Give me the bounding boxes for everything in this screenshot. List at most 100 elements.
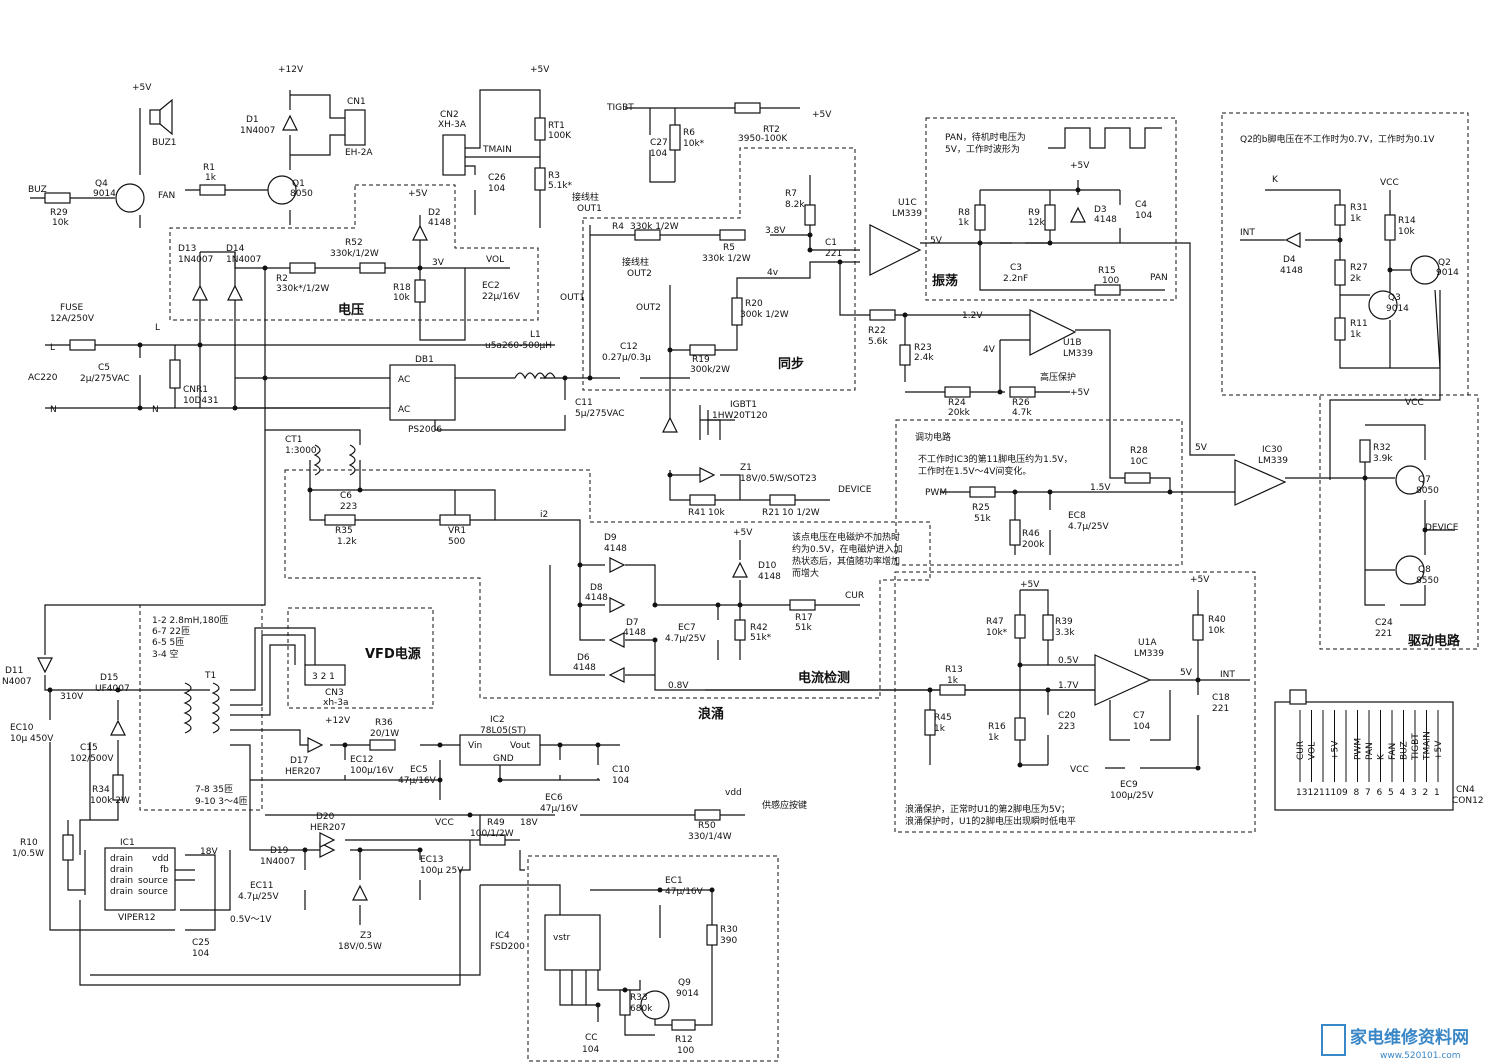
cn3-connector [304, 664, 346, 686]
cn4-value: CON12 [1452, 796, 1484, 806]
r19-label: R19 [692, 355, 710, 365]
d9-diode [609, 557, 626, 573]
u1c-comparator [869, 224, 922, 276]
cn4-pin-signal: +5V [1434, 740, 1444, 760]
ic2-gnd: GND [493, 754, 514, 764]
r3-symbol [534, 167, 546, 191]
r16-label: R16 [988, 722, 1006, 732]
v4-label: 4v [767, 268, 779, 278]
c1-label: C1 [825, 238, 837, 248]
r39-label: R39 [1055, 617, 1073, 627]
block-surge: 浪涌 [698, 706, 724, 722]
r45-symbol [924, 709, 936, 736]
t1-note: 6-7 22匝 [152, 626, 190, 637]
cn2-connector [442, 134, 466, 176]
r4-value: 330k 1/2W [630, 222, 679, 232]
net-k: K [1272, 175, 1279, 185]
net-p5v: +5V [132, 83, 152, 93]
igbt1-value: 1HW20T120 [712, 411, 768, 421]
r29-value: 10k [52, 218, 69, 228]
d17-label: D17 [290, 756, 308, 766]
q3-value: 9014 [1386, 304, 1409, 314]
block-pwm: 调功电路 [915, 431, 951, 443]
r29-symbol [44, 192, 71, 204]
ic2-regulator [459, 734, 541, 766]
net-p5v: +5V [530, 65, 550, 75]
cn4-connector [1274, 701, 1454, 811]
cn4-pin-number: 11 [1319, 788, 1330, 798]
d20-value: HER207 [310, 823, 346, 833]
r40-value: 10k [1208, 626, 1225, 636]
v08-label: 0.8V [668, 681, 689, 691]
q8-value: 8550 [1416, 576, 1439, 586]
r3-value: 5.1k* [548, 181, 573, 191]
block-hv-protect: 高压保护 [1040, 371, 1076, 383]
pwm-note-2: 工作时在1.5V～4V间变化。 [918, 465, 1031, 477]
pan-waveform [1048, 127, 1162, 149]
d19-diode [319, 842, 336, 858]
r22-value: 5.6k [868, 337, 888, 347]
component-labels: BUZ FAN +5V +12V Q4 9014 BUZ1 R29 10k R1… [2, 65, 1484, 1056]
net-device: DEVICE [838, 485, 872, 495]
cn4-pin-number: 10 [1331, 788, 1343, 798]
d13-label: D13 [178, 244, 196, 254]
pan-note: PAN，待机时电压为 [945, 131, 1026, 143]
net-p5v: +5V [812, 110, 832, 120]
r45-label: R45 [934, 713, 952, 723]
cn4-pin-signal: VOL [1308, 742, 1318, 760]
r3-label: R3 [548, 171, 560, 181]
r18-value: 10k [393, 293, 410, 303]
r11-label: R11 [1350, 319, 1368, 329]
net-vcc: VCC [1405, 398, 1424, 408]
d4-diode [1284, 232, 1301, 248]
t1-note: 7-8 35匝 [195, 784, 233, 795]
r24-value: 20kk [948, 408, 971, 418]
cn2-label: CN2 [440, 110, 459, 120]
block-drive: 驱动电路 [1408, 633, 1461, 649]
ec6-value: 47μ/16V [540, 804, 579, 814]
d6-label: D6 [577, 653, 590, 663]
r35-label: R35 [335, 526, 353, 536]
cn4-pin-number: 7 [1365, 788, 1371, 798]
cc-value: 104 [582, 1045, 599, 1055]
r15-symbol [1094, 284, 1121, 296]
d19-value: 1N4007 [260, 857, 295, 867]
q9-label: Q9 [678, 978, 691, 988]
ic4-label: IC4 [495, 931, 510, 941]
r2-symbol [289, 262, 316, 274]
r2-label: R2 [276, 274, 288, 284]
block-titles: 电压 同步 振荡 高压保护 调功电路 电流检测 浪涌 VFD电源 驱动电路 供感… [338, 273, 1461, 811]
q4-value: 9014 [93, 189, 116, 199]
r20-label: R20 [745, 299, 763, 309]
d10-value: 4148 [758, 572, 781, 582]
c18-value: 221 [1212, 704, 1229, 714]
c6-value: 223 [340, 502, 357, 512]
v310-label: 310V [60, 692, 84, 702]
u1c-out-v: 5V [930, 236, 943, 246]
r36-value: 20/1W [370, 729, 399, 739]
u1b-comparator [1029, 309, 1077, 356]
cur-note-2: 约为0.5V，在电磁炉进入加 [792, 543, 902, 555]
d15-diode [110, 719, 126, 736]
l1-inductor [514, 372, 556, 380]
r40-label: R40 [1208, 615, 1226, 625]
cn3-pins: 3 2 1 [312, 672, 335, 682]
db1-ac2: AC [398, 405, 410, 415]
c20-value: 223 [1058, 722, 1075, 732]
ec7-value: 4.7μ/25V [665, 634, 707, 644]
cn4-pin-number: 1 [1434, 788, 1440, 798]
block-vfd-power: VFD电源 [365, 646, 421, 662]
c3-value: 2.2nF [1003, 274, 1028, 284]
components [37, 98, 1454, 1031]
r31-label: R31 [1350, 203, 1368, 213]
d17-value: HER207 [285, 767, 321, 777]
r17-label: R17 [795, 613, 813, 623]
t1-note: 9-10 3～4匝 [195, 796, 248, 807]
r29-label: R29 [50, 208, 68, 218]
r32-label: R32 [1373, 443, 1391, 453]
ec7-label: EC7 [678, 623, 696, 633]
u1a-value: LM339 [1134, 649, 1164, 659]
cn3-value: xh-3a [323, 698, 349, 708]
r7-symbol [804, 204, 816, 226]
